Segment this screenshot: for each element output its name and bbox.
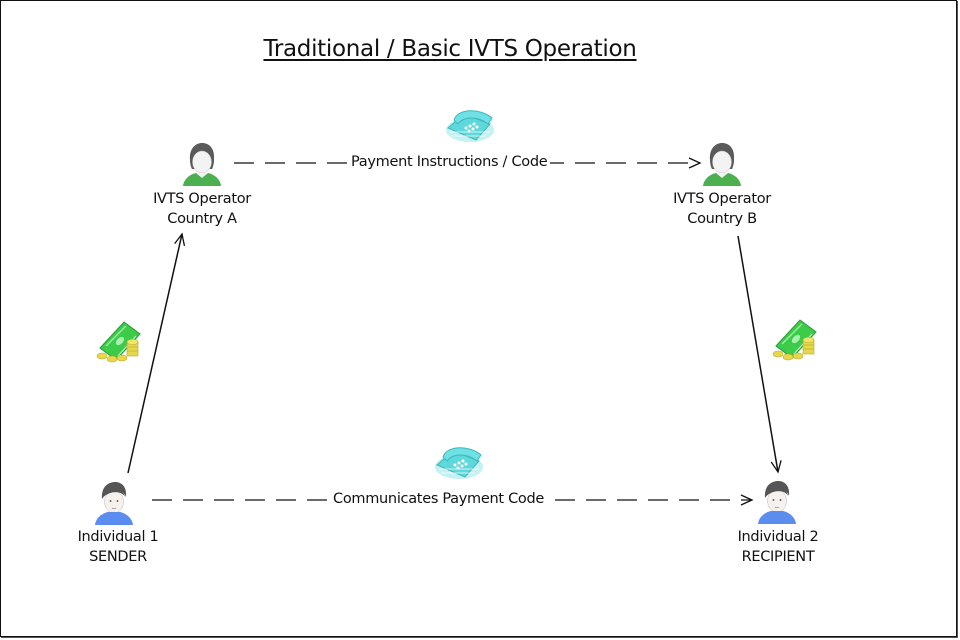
node-label-line2: RECIPIENT (741, 549, 815, 565)
node-label-line2: SENDER (89, 549, 147, 565)
node-operator-a: IVTS Operator Country A (132, 189, 272, 229)
node-label-line1: IVTS Operator (673, 191, 771, 207)
telephone-icon (434, 447, 484, 480)
node-label-line1: IVTS Operator (153, 191, 251, 207)
node-individual-2: Individual 2 RECIPIENT (708, 527, 848, 567)
money-icon (772, 319, 817, 361)
edge-sender-to-operator-a (127, 232, 186, 474)
node-individual-1: Individual 1 SENDER (48, 527, 188, 567)
node-label-line1: Individual 1 (77, 529, 159, 545)
person-individual-icon (757, 480, 797, 525)
node-label-line1: Individual 2 (737, 529, 819, 545)
node-operator-b: IVTS Operator Country B (652, 189, 792, 229)
node-label-line2: Country A (167, 211, 237, 227)
person-operator-icon (702, 142, 742, 187)
edge-operator-b-to-recipient (737, 235, 782, 474)
edge-label-payment-instructions: Payment Instructions / Code (348, 154, 551, 170)
node-label-line2: Country B (687, 211, 757, 227)
person-individual-icon (94, 481, 134, 526)
edge-label-communicates-code: Communicates Payment Code (330, 491, 547, 507)
money-icon (96, 321, 141, 363)
diagram-title: Traditional / Basic IVTS Operation (263, 36, 637, 62)
person-operator-icon (182, 142, 222, 187)
telephone-icon (445, 110, 495, 143)
